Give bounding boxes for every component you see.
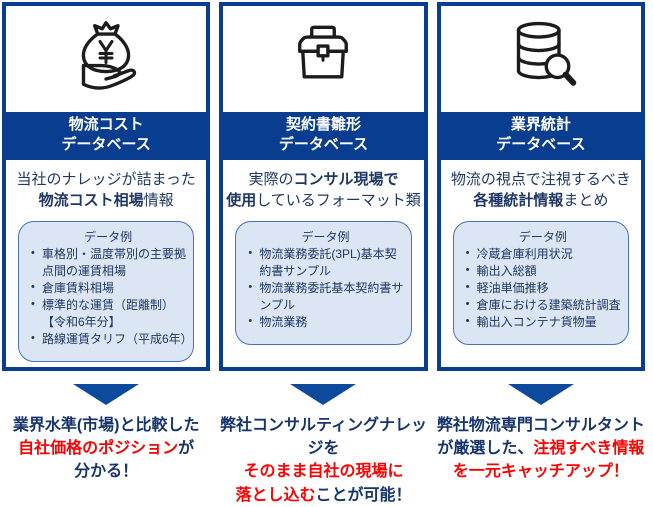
- example-item: 車格別・温度帯別の主要拠点間の運賃相場: [29, 246, 187, 280]
- conclusion-segment-highlight: を一元キャッチアップ！: [452, 463, 629, 481]
- title-band: 業界統計 データベース: [440, 112, 641, 160]
- examples-list: 冷蔵倉庫利用状況 輸出入総額 軽油単価推移 倉庫における建築統計調査 輸出入コン…: [464, 246, 622, 331]
- conclusion-segment-highlight: 注視すべき情報: [533, 440, 645, 458]
- conclusion-text: 弊社物流専門コンサルタント が厳選した、注視すべき情報 を一元キャッチアップ！: [437, 414, 645, 484]
- icon-area: [441, 6, 641, 110]
- database-card: 業界統計 データベース 物流の視点で注視するべき 各種統計情報まとめ データ例 …: [436, 2, 645, 371]
- conclusion-segment-highlight: そのまま自社の現場に: [243, 463, 404, 481]
- data-examples-box: データ例 物流業務委託(3PL)基本契約書サンプル 物流業務委託基本契約書サンプ…: [235, 221, 412, 346]
- description: 当社のナレッジが詰まった 物流コスト相場情報: [6, 169, 206, 212]
- conclusion-text: 業界水準(市場)と比較した 自社価格のポジションが 分かる！: [13, 414, 200, 484]
- conclusion-segment: が: [178, 440, 195, 458]
- examples-label: データ例: [518, 230, 567, 245]
- title-line-2: データベース: [61, 136, 151, 154]
- desc-segment: 当社のナレッジが詰まった: [16, 170, 196, 188]
- desc-segment-bold: 使用: [226, 191, 257, 209]
- example-item: 物流業務委託(3PL)基本契約書サンプル: [246, 246, 404, 280]
- title-line-2: データベース: [496, 136, 586, 154]
- example-item: 輸出入総額: [464, 263, 622, 280]
- card-content: 実際のコンサル現場で 使用しているフォーマット類 データ例 物流業務委託(3PL…: [223, 162, 423, 368]
- conclusion-segment: 弊社物流専門コンサルタント: [436, 417, 645, 434]
- database-card: 契約書雛形 データベース 実際のコンサル現場で 使用しているフォーマット類 デー…: [219, 2, 428, 371]
- desc-segment: 実際の: [248, 170, 294, 188]
- conclusion-segment: 弊社コンサルティングナレッジを: [219, 417, 428, 458]
- desc-segment: しているフォーマット類: [256, 191, 421, 209]
- down-arrow: [73, 384, 140, 405]
- down-arrow: [290, 384, 357, 405]
- conclusion-segment: 分かる！: [74, 463, 139, 481]
- card-content: 当社のナレッジが詰まった 物流コスト相場情報 データ例 車格別・温度帯別の主要拠…: [6, 162, 206, 368]
- desc-segment-bold: コンサル現場で: [293, 170, 399, 188]
- example-item: 路線運賃タリフ（平成6年）: [29, 331, 193, 348]
- example-item: 冷蔵倉庫利用状況: [464, 246, 622, 263]
- database-card: 物流コスト データベース 当社のナレッジが詰まった 物流コスト相場情報 データ例…: [2, 2, 211, 371]
- money-bag-on-hand-icon: [81, 21, 137, 90]
- data-examples-box: データ例 冷蔵倉庫利用状況 輸出入総額 軽油単価推移 倉庫における建築統計調査 …: [452, 221, 629, 346]
- conclusion-segment-highlight: 落とし込む: [235, 486, 316, 504]
- column-industry-stats: 業界統計 データベース 物流の視点で注視するべき 各種統計情報まとめ データ例 …: [436, 2, 645, 507]
- title-band: 物流コスト データベース: [6, 112, 207, 160]
- example-item: 輸出入コンテナ貨物量: [464, 314, 622, 331]
- toolbox-icon: [298, 25, 349, 79]
- infographic: 物流コスト データベース 当社のナレッジが詰まった 物流コスト相場情報 データ例…: [0, 0, 653, 486]
- description: 実際のコンサル現場で 使用しているフォーマット類: [223, 169, 423, 212]
- title-band: 契約書雛形 データベース: [223, 112, 424, 160]
- down-arrow: [507, 384, 574, 405]
- title-line-1: 契約書雛形: [285, 116, 361, 133]
- title-line-2: データベース: [278, 136, 369, 154]
- example-item: 標準的な運賃（距離制）【令和6年分】: [29, 297, 187, 331]
- examples-list: 車格別・温度帯別の主要拠点間の運賃相場 倉庫賃料相場 標準的な運賃（距離制）【令…: [29, 246, 193, 348]
- icon-area: [6, 6, 206, 110]
- desc-segment: 情報: [143, 191, 174, 209]
- desc-segment: まとめ: [563, 191, 609, 209]
- desc-segment-bold: 物流コスト相場: [38, 191, 144, 209]
- conclusion-segment: ことが可能！: [315, 486, 412, 504]
- example-item: 倉庫賃料相場: [29, 280, 187, 297]
- examples-label: データ例: [301, 230, 350, 245]
- desc-segment-bold: 各種統計情報: [473, 191, 564, 209]
- conclusion-segment-highlight: 自社価格のポジション: [18, 440, 179, 458]
- examples-list: 物流業務委託(3PL)基本契約書サンプル 物流業務委託基本契約書サンプル 物流業…: [246, 246, 404, 331]
- example-item: 物流業務委託基本契約書サンプル: [246, 280, 404, 314]
- title-line-1: 業界統計: [510, 116, 571, 133]
- example-item: 軽油単価推移: [464, 280, 622, 297]
- icon-area: [223, 6, 423, 110]
- column-logistics-cost: 物流コスト データベース 当社のナレッジが詰まった 物流コスト相場情報 データ例…: [2, 2, 211, 507]
- description: 物流の視点で注視するべき 各種統計情報まとめ: [441, 169, 641, 212]
- title-line-1: 物流コスト: [68, 116, 144, 133]
- data-examples-box: データ例 車格別・温度帯別の主要拠点間の運賃相場 倉庫賃料相場 標準的な運賃（距…: [18, 221, 195, 363]
- example-item: 物流業務: [246, 314, 404, 331]
- example-item: 倉庫における建築統計調査: [464, 297, 622, 314]
- database-search-icon: [516, 21, 577, 86]
- conclusion-segment: 業界水準(市場)と比較した: [12, 417, 200, 434]
- card-content: 物流の視点で注視するべき 各種統計情報まとめ データ例 冷蔵倉庫利用状況 輸出入…: [441, 162, 641, 368]
- conclusion-text: 弊社コンサルティングナレッジを そのまま自社の現場に 落とし込むことが可能！: [219, 414, 427, 507]
- examples-label: データ例: [84, 230, 133, 245]
- conclusion-segment: が厳選した、: [437, 440, 534, 458]
- column-contract-template: 契約書雛形 データベース 実際のコンサル現場で 使用しているフォーマット類 デー…: [219, 2, 428, 507]
- desc-segment: 物流の視点で注視するべき: [450, 170, 631, 188]
